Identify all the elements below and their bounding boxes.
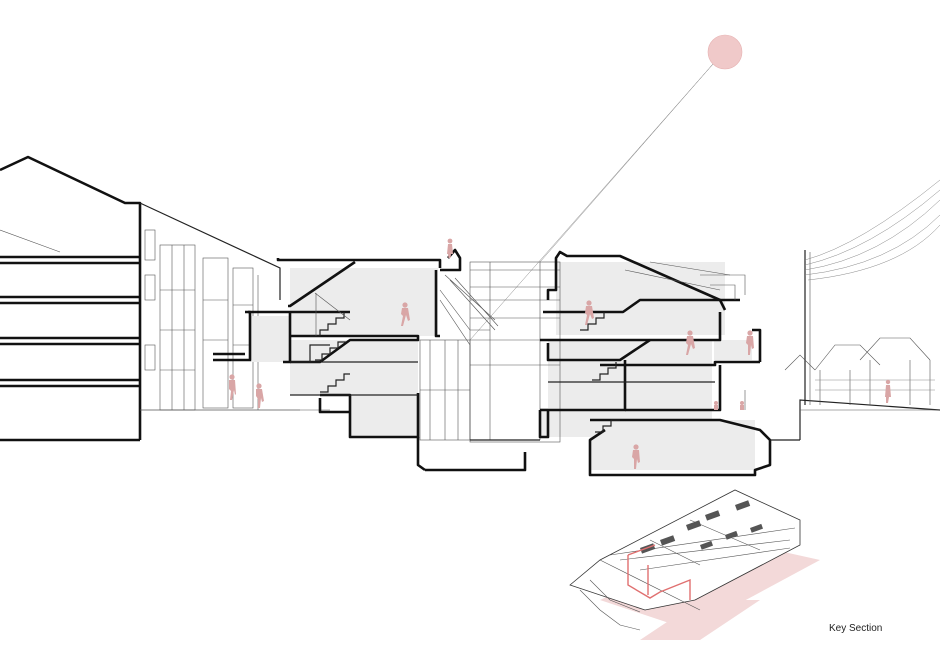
person-figure <box>447 238 453 258</box>
person-figure <box>229 374 236 400</box>
left-building-section <box>0 155 142 442</box>
person-figure <box>740 401 744 410</box>
key-section-label: Key Section <box>829 623 883 634</box>
person-figure <box>632 444 640 469</box>
person-figure <box>401 302 410 326</box>
person-figure <box>714 401 718 410</box>
person-figure <box>585 300 594 325</box>
sun <box>469 34 743 341</box>
central-right-block-section <box>538 250 772 477</box>
person-figure <box>686 330 695 355</box>
person-figure <box>746 330 754 355</box>
human-figures <box>229 238 891 469</box>
key-section-axonometric <box>569 489 820 640</box>
person-figure <box>256 383 264 408</box>
person-figure <box>885 379 891 403</box>
central-left-block-section <box>213 248 462 439</box>
courtyard-glass-frames <box>416 261 561 472</box>
right-street-scene <box>770 179 940 441</box>
